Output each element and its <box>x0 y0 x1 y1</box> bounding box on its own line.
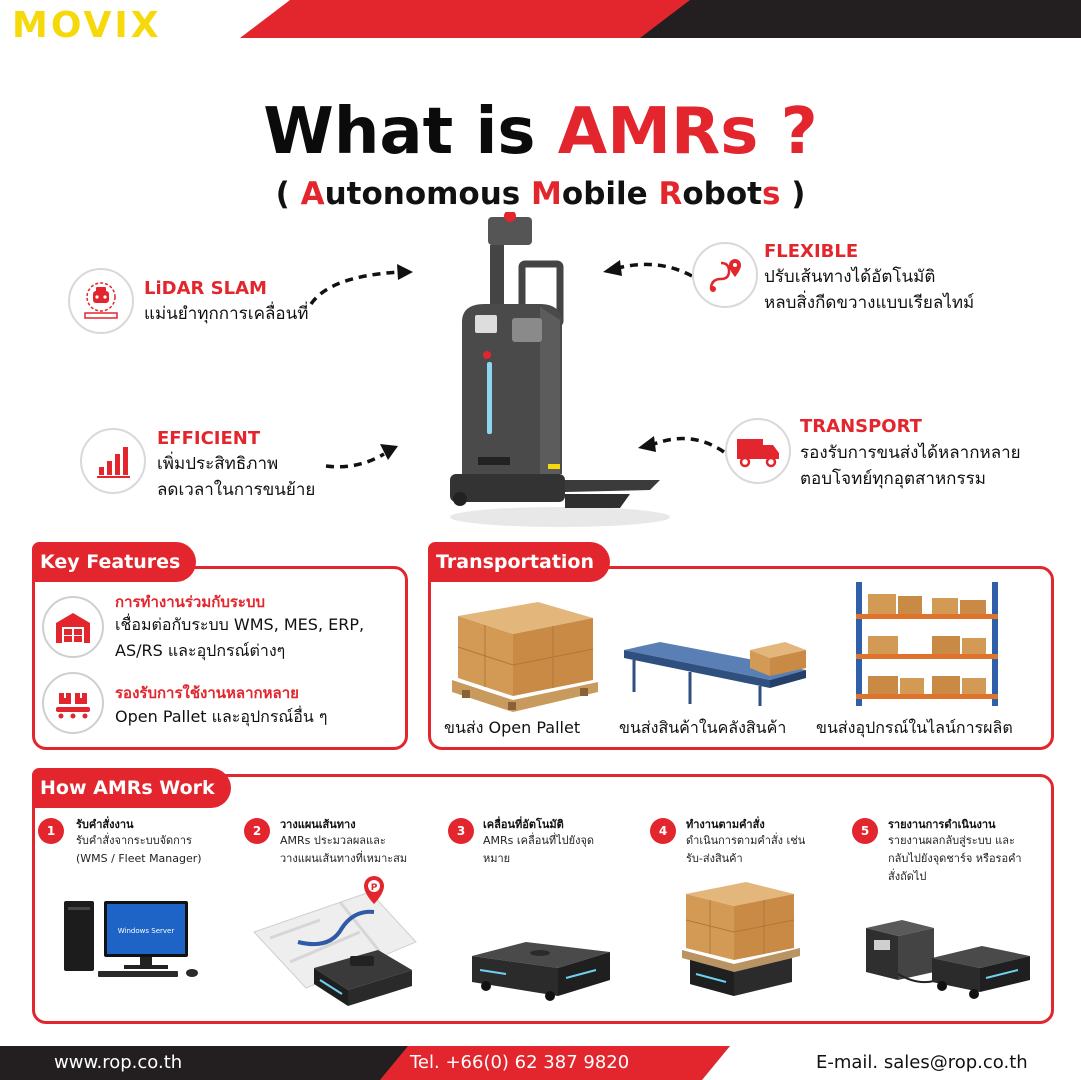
top-banner <box>240 0 1081 38</box>
subtitle-close-paren: ) <box>780 176 806 212</box>
step-3-line2: หมาย <box>483 852 511 865</box>
route-pin-icon <box>692 242 758 308</box>
title-prefix: What is <box>263 95 558 169</box>
dashed-arrow-lidar <box>309 264 413 306</box>
step-2-line2: วางแผนเส้นทางที่เหมาะสม <box>280 852 408 865</box>
step-3-number: 3 <box>448 818 474 844</box>
bar-chart-icon <box>80 428 146 494</box>
feature-flexible-line2: หลบสิ่งกีดขวางแบบเรียลไทม์ <box>764 293 975 313</box>
subtitle-word-mobile: obile <box>561 176 659 212</box>
lidar-robot-icon <box>68 268 134 334</box>
warehouse-icon <box>42 596 104 658</box>
subtitle-word-robot: obot <box>682 176 762 212</box>
feature-efficient-line2: ลดเวลาในการขนย้าย <box>157 480 316 500</box>
charging-station-robot-image <box>866 920 1030 999</box>
kf-integration-line1: เชื่อมต่อกับระบบ WMS, MES, ERP, <box>115 615 365 634</box>
brand-logo: MOVIX <box>12 5 162 46</box>
map-route-robot-image: P <box>253 876 417 1006</box>
transportation-tab: Transportation <box>428 542 611 582</box>
kf-integration-line2: AS/RS และอุปกรณ์ต่างๆ <box>115 641 286 660</box>
desktop-computer-image: Windows Server <box>64 901 198 977</box>
subtitle-letter-s: s <box>761 176 781 212</box>
rack-shelving-image <box>856 582 998 706</box>
step-1-number: 1 <box>38 818 64 844</box>
robot-carrying-boxes-image <box>682 882 800 996</box>
transport-caption-production-line: ขนส่งอุปกรณ์ในไลน์การผลิต <box>816 718 1013 737</box>
step-2-number: 2 <box>244 818 270 844</box>
step-4-line1: ดำเนินการตามคำสั่ง เช่น <box>686 834 806 847</box>
dashed-arrow-efficient <box>325 444 398 469</box>
feature-flexible-title: FLEXIBLE <box>764 241 859 262</box>
transport-caption-warehouse: ขนส่งสินค้าในคลังสินค้า <box>619 718 787 737</box>
step-5-line1: รายงานผลกลับสู่ระบบ และ <box>888 834 1015 847</box>
page-title: What is AMRs ? <box>0 92 1081 172</box>
transport-caption-open-pallet: ขนส่ง Open Pallet <box>444 718 581 737</box>
feature-lidar-title: LiDAR SLAM <box>144 278 267 299</box>
amr-robot-image <box>472 942 610 1001</box>
step-1-screen-text: Windows Server <box>118 927 175 935</box>
how-it-works-panel <box>32 774 1054 1024</box>
dashed-arrow-transport <box>638 436 725 454</box>
pallet-boxes-image <box>452 602 598 712</box>
footer-email-link[interactable]: E-mail. sales@rop.co.th <box>816 1052 1028 1073</box>
footer-website-link[interactable]: www.rop.co.th <box>54 1052 183 1073</box>
feature-flexible-line1: ปรับเส้นทางได้อัตโนมัติ <box>764 267 936 287</box>
step-1-line2: (WMS / Fleet Manager) <box>76 852 202 865</box>
feature-transport-title: TRANSPORT <box>800 416 922 437</box>
feature-efficient-line1: เพิ่มประสิทธิภาพ <box>157 454 279 474</box>
truck-icon <box>725 418 791 484</box>
step-3-title: เคลื่อนที่อัตโนมัติ <box>483 818 564 831</box>
feature-lidar-text: แม่นยำทุกการเคลื่อนที่ <box>144 304 309 324</box>
step-2-pin-text: P <box>371 883 378 893</box>
conveyor-image <box>624 642 806 706</box>
subtitle-letter-m: M <box>531 176 562 212</box>
page-subtitle: ( Autonomous Mobile Robots ) <box>0 172 1081 216</box>
step-4-title: ทำงานตามคำสั่ง <box>686 818 765 831</box>
boxes-conveyor-icon <box>42 672 104 734</box>
subtitle-open-paren: ( <box>275 176 301 212</box>
step-2-line1: AMRs ประมวลผลและ <box>280 834 386 847</box>
kf-versatile-line1: Open Pallet และอุปกรณ์อื่น ๆ <box>115 707 328 726</box>
step-2-title: วางแผนเส้นทาง <box>280 818 356 831</box>
subtitle-letter-a: A <box>300 176 325 212</box>
footer-banner <box>0 1046 1081 1080</box>
kf-versatile-title: รองรับการใช้งานหลากหลาย <box>115 684 299 702</box>
key-features-tab: Key Features <box>32 542 197 582</box>
footer-phone[interactable]: Tel. +66(0) 62 387 9820 <box>410 1052 630 1073</box>
step-4-line2: รับ-ส่งสินค้า <box>686 852 743 865</box>
step-3-line1: AMRs เคลื่อนที่ไปยังจุด <box>483 834 595 847</box>
step-5-line3: สั่งถัดไป <box>888 870 927 883</box>
kf-integration-title: การทำงานร่วมกับระบบ <box>115 593 265 611</box>
step-1-line1: รับคำสั่งจากระบบจัดการ <box>76 834 192 847</box>
title-highlight: AMRs ? <box>557 95 818 169</box>
step-5-title: รายงานการดำเนินงาน <box>888 818 996 831</box>
dashed-arrow-flexible <box>603 260 693 278</box>
step-5-line2: กลับไปยังจุดชาร์จ หรือรอคำ <box>888 852 1022 865</box>
feature-efficient-title: EFFICIENT <box>157 428 261 449</box>
amr-forklift-robot-image <box>450 212 670 527</box>
subtitle-letter-r: R <box>658 176 683 212</box>
how-it-works-tab: How AMRs Work <box>32 768 231 808</box>
step-4-number: 4 <box>650 818 676 844</box>
subtitle-word-autonomous: utonomous <box>324 176 532 212</box>
step-5-number: 5 <box>852 818 878 844</box>
feature-transport-line2: ตอบโจทย์ทุกอุตสาหกรรม <box>800 469 986 489</box>
step-1-title: รับคำสั่งงาน <box>76 818 134 831</box>
feature-transport-line1: รองรับการขนส่งได้หลากหลาย <box>800 443 1021 463</box>
